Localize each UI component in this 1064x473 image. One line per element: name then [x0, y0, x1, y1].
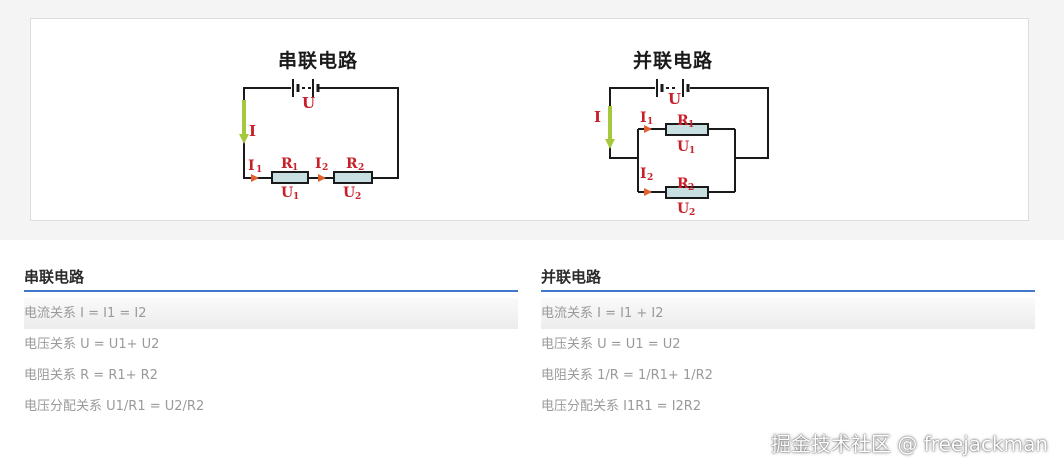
parallel-section-divider — [541, 290, 1035, 292]
series-row-voltage: 电压关系 U = U1+ U2 — [24, 337, 160, 352]
series-label-u1-sub: 1 — [293, 192, 299, 202]
series-label-r2-sub: 2 — [358, 163, 364, 173]
series-circuit-diagram: U I I 1 R 1 I 2 R 2 U 1 U 2 — [239, 79, 399, 202]
series-label-u2-sub: 2 — [355, 192, 361, 202]
series-label-u: U — [302, 94, 315, 112]
parallel-label-r1: R — [677, 113, 689, 129]
parallel-section: 并联电路 电流关系 I = I1 + I2 电压关系 U = U1 = U2 电… — [541, 264, 1035, 422]
parallel-label-i1-sub: 1 — [647, 117, 653, 127]
parallel-rows: 电流关系 I = I1 + I2 电压关系 U = U1 = U2 电阻关系 1… — [541, 298, 1035, 422]
series-label-u1: U — [281, 185, 293, 201]
series-diagram-title: 串联电路 — [278, 50, 359, 72]
series-row-resistance: 电阻关系 R = R1+ R2 — [24, 368, 158, 383]
parallel-label-r2: R — [677, 176, 689, 192]
parallel-row-voltage-division: 电压分配关系 I1R1 = I2R2 — [541, 399, 702, 414]
parallel-row-resistance: 电阻关系 1/R = 1/R1+ 1/R2 — [541, 368, 713, 383]
parallel-label-r2-sub: 2 — [688, 183, 694, 193]
parallel-section-title: 并联电路 — [541, 268, 602, 286]
parallel-label-i2: I — [640, 166, 647, 182]
parallel-label-u: U — [668, 90, 681, 108]
parallel-label-u1: U — [677, 139, 689, 155]
parallel-label-i1: I — [640, 110, 647, 126]
series-label-i: I — [249, 122, 256, 140]
parallel-circuit-diagram: U I I 1 R 1 U 1 I 2 R 2 U 2 — [594, 79, 769, 218]
series-label-i1-sub: 1 — [256, 165, 262, 175]
series-label-i2: I — [315, 156, 322, 172]
watermark: 掘金技术社区 @ freejackman — [771, 432, 1048, 456]
parallel-label-u2: U — [677, 201, 689, 217]
series-section-divider — [24, 290, 518, 292]
series-row-voltage-division: 电压分配关系 U1/R1 = U2/R2 — [24, 399, 205, 414]
series-rows: 电流关系 I = I1 = I2 电压关系 U = U1+ U2 电阻关系 R … — [24, 298, 518, 422]
series-section-title: 串联电路 — [24, 268, 85, 286]
series-label-u2: U — [343, 185, 355, 201]
parallel-label-r1-sub: 1 — [688, 120, 694, 130]
parallel-row-voltage: 电压关系 U = U1 = U2 — [541, 337, 681, 352]
series-label-r2: R — [346, 156, 358, 172]
series-row-current: 电流关系 I = I1 = I2 — [24, 298, 518, 329]
parallel-diagram-title: 并联电路 — [633, 50, 714, 72]
series-label-i2-sub: 2 — [322, 163, 328, 173]
parallel-label-u2-sub: 2 — [689, 208, 695, 218]
series-section: 串联电路 电流关系 I = I1 = I2 电压关系 U = U1+ U2 电阻… — [24, 264, 518, 422]
diagram-panel — [30, 18, 1029, 221]
parallel-label-i2-sub: 2 — [647, 173, 653, 183]
series-label-r1: R — [281, 156, 293, 172]
series-label-r1-sub: 1 — [292, 163, 298, 173]
parallel-label-i: I — [594, 108, 601, 126]
parallel-label-u1-sub: 1 — [689, 146, 695, 156]
series-label-i1: I — [248, 158, 255, 174]
parallel-row-current: 电流关系 I = I1 + I2 — [541, 298, 1035, 329]
